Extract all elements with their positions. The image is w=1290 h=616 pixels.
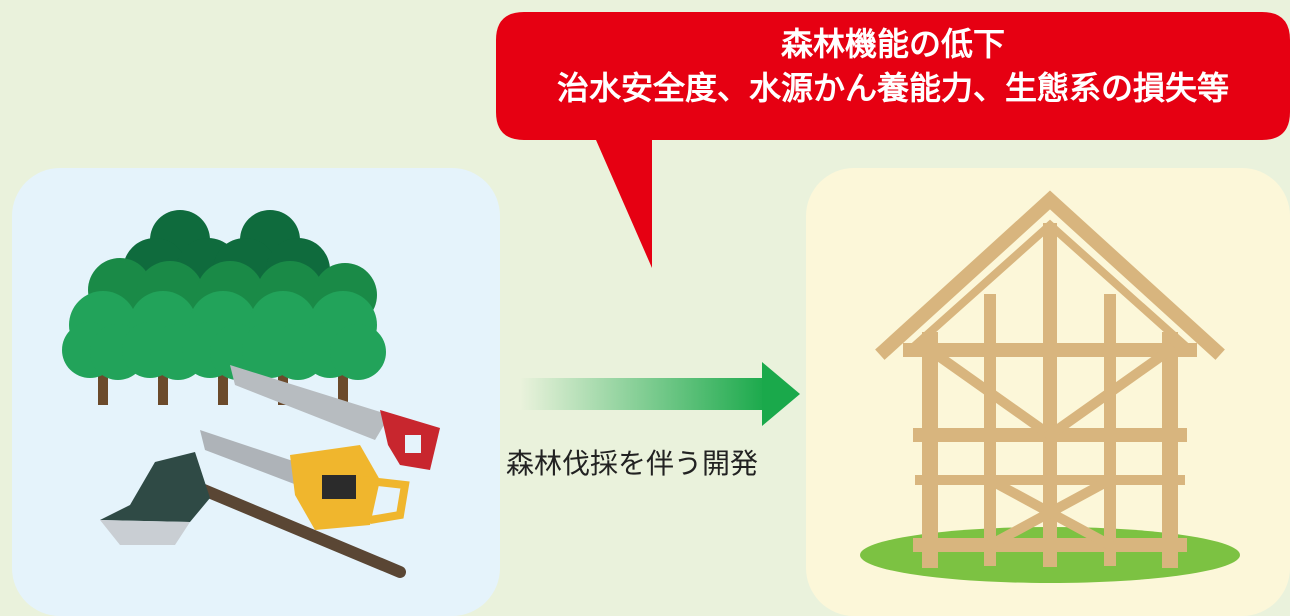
arrow-label: 森林伐採を伴う開発 bbox=[506, 447, 759, 480]
tree-icon bbox=[62, 210, 386, 405]
callout-text: 森林機能の低下 治水安全度、水源かん養能力、生態系の損失等 bbox=[496, 22, 1290, 110]
callout-bubble bbox=[496, 12, 1290, 268]
callout-title: 森林機能の低下 bbox=[780, 25, 1005, 63]
house-illustration bbox=[860, 190, 1240, 583]
house-frame-icon bbox=[875, 190, 1225, 568]
chainsaw-icon bbox=[200, 430, 410, 530]
callout-subtitle: 治水安全度、水源かん養能力、生態系の損失等 bbox=[556, 69, 1229, 107]
hand-saw-icon bbox=[230, 365, 440, 470]
axe-icon bbox=[100, 452, 406, 578]
development-arrow bbox=[520, 362, 800, 426]
forest-illustration bbox=[62, 210, 440, 578]
